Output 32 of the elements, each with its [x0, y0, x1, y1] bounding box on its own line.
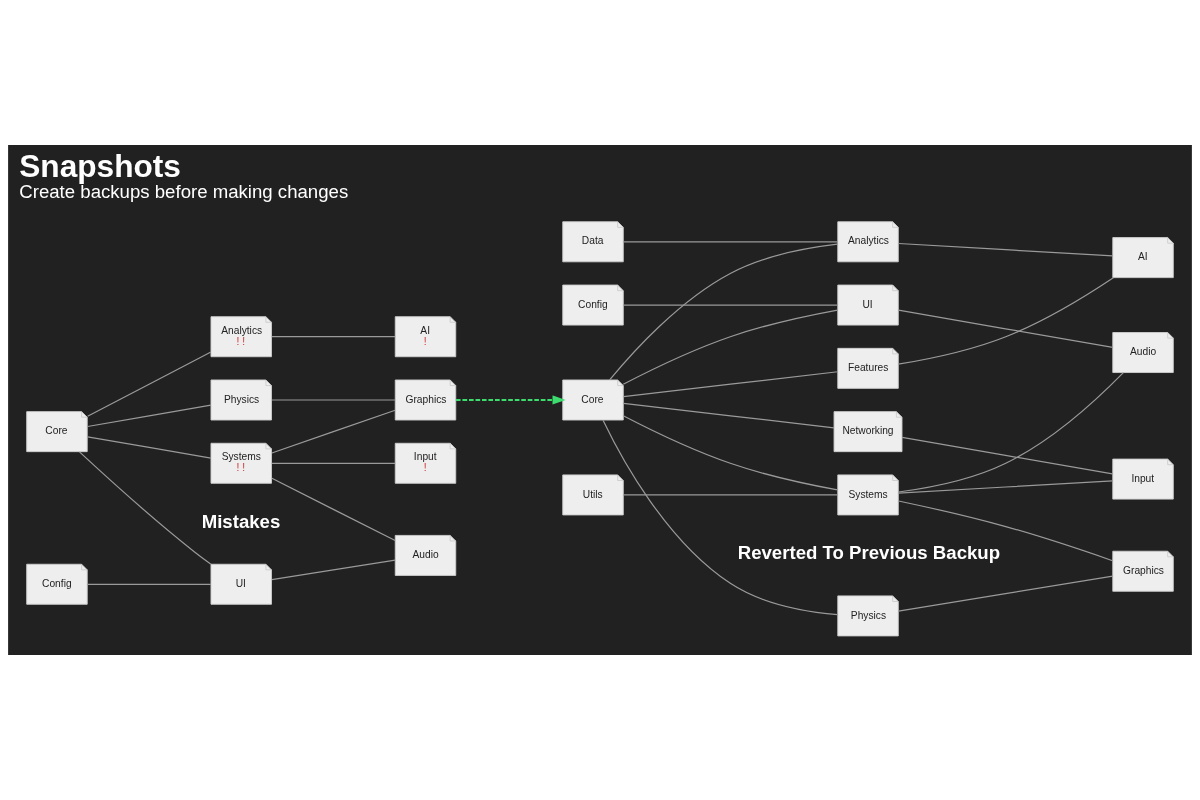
- connector: [271, 559, 396, 581]
- connector: [622, 494, 839, 496]
- connector: [87, 583, 212, 585]
- connector: [897, 309, 1114, 349]
- connector: [622, 309, 839, 385]
- connector: [897, 372, 1124, 493]
- connector: [622, 371, 839, 398]
- diagram-title: Snapshots: [19, 147, 181, 184]
- label: Reverted To Previous Backup: [737, 542, 1001, 564]
- connector: [622, 415, 839, 491]
- connector: [897, 242, 1114, 257]
- connector: [622, 402, 835, 429]
- connector: [622, 241, 839, 243]
- connector: [87, 404, 212, 428]
- connector: [897, 500, 1114, 562]
- arrow: [455, 395, 566, 405]
- connector: [271, 399, 396, 401]
- label: Mistakes: [201, 510, 281, 532]
- connector: [78, 451, 212, 565]
- connector: [622, 304, 839, 306]
- connector: [609, 243, 839, 381]
- connector: [87, 351, 212, 417]
- connector: [271, 409, 396, 454]
- connector: [271, 336, 396, 338]
- connector: [271, 477, 396, 542]
- connector: [87, 436, 212, 459]
- connector: [271, 462, 396, 464]
- connector: [897, 575, 1114, 612]
- connector: [897, 277, 1114, 365]
- connector: [897, 480, 1114, 494]
- connector: [901, 436, 1114, 475]
- connector: [602, 419, 839, 616]
